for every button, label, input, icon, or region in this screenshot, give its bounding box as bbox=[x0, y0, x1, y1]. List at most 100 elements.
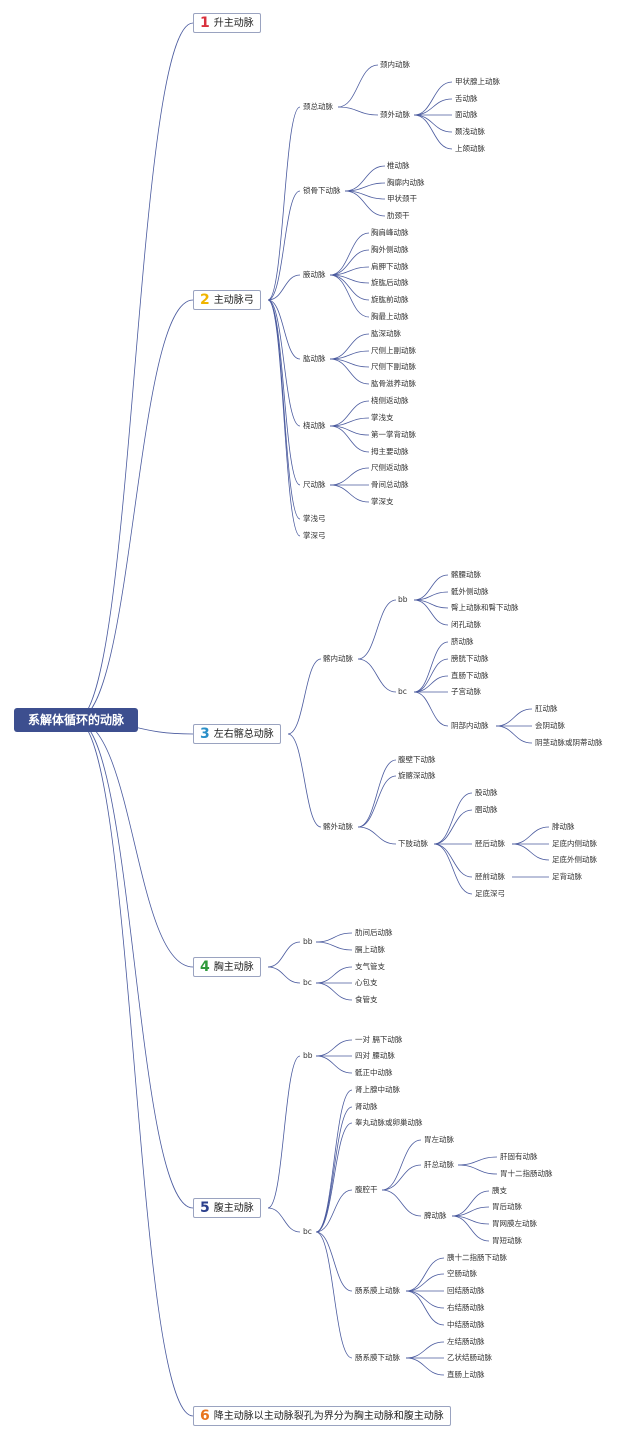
node-splenic[interactable]: 脾动脉 bbox=[424, 1211, 447, 1220]
leaf[interactable]: 闭孔动脉 bbox=[451, 620, 481, 629]
node-radial[interactable]: 桡动脉 bbox=[303, 421, 326, 430]
node-thoracic-bb[interactable]: bb bbox=[303, 937, 313, 946]
leaf[interactable]: 心包支 bbox=[355, 978, 378, 987]
node-brachial[interactable]: 肱动脉 bbox=[303, 354, 326, 363]
leaf[interactable]: 肝固有动脉 bbox=[500, 1152, 538, 1161]
node-superior-mesenteric[interactable]: 肠系膜上动脉 bbox=[355, 1286, 400, 1295]
leaf[interactable]: 腘动脉 bbox=[475, 805, 498, 814]
leaf[interactable]: 四对 腰动脉 bbox=[355, 1051, 395, 1060]
node-internal-iliac-bb[interactable]: bb bbox=[398, 595, 408, 604]
leaf[interactable]: 回结肠动脉 bbox=[447, 1286, 485, 1295]
leaf[interactable]: 胃网膜左动脉 bbox=[492, 1219, 537, 1228]
node-celiac-trunk[interactable]: 腹腔干 bbox=[355, 1185, 378, 1194]
node-deep-palmar-arch[interactable]: 掌深弓 bbox=[303, 531, 326, 540]
leaf[interactable]: 支气管支 bbox=[355, 962, 385, 971]
node-superficial-palmar-arch[interactable]: 掌浅弓 bbox=[303, 514, 326, 523]
leaf[interactable]: 股动脉 bbox=[475, 788, 498, 797]
node-internal-pudendal[interactable]: 阴部内动脉 bbox=[451, 721, 489, 730]
leaf[interactable]: 甲状腺上动脉 bbox=[455, 77, 500, 86]
node-common-hepatic[interactable]: 肝总动脉 bbox=[424, 1160, 454, 1169]
leaf[interactable]: 旋髂深动脉 bbox=[398, 771, 436, 780]
leaf[interactable]: 掌深支 bbox=[371, 497, 394, 506]
leaf[interactable]: 上颌动脉 bbox=[455, 144, 485, 153]
leaf[interactable]: 骶正中动脉 bbox=[355, 1068, 393, 1077]
leaf[interactable]: 掌浅支 bbox=[371, 413, 394, 422]
node-external-iliac[interactable]: 髂外动脉 bbox=[323, 822, 353, 831]
leaf[interactable]: 胃左动脉 bbox=[424, 1135, 454, 1144]
leaf[interactable]: 足背动脉 bbox=[552, 872, 582, 881]
node-lower-limb-artery[interactable]: 下肢动脉 bbox=[398, 839, 428, 848]
leaf[interactable]: 腹壁下动脉 bbox=[398, 755, 436, 764]
leaf[interactable]: 食管支 bbox=[355, 995, 378, 1004]
leaf[interactable]: 右结肠动脉 bbox=[447, 1303, 485, 1312]
leaf[interactable]: 肾动脉 bbox=[355, 1102, 378, 1111]
node-external-carotid[interactable]: 颈外动脉 bbox=[380, 110, 410, 119]
leaf[interactable]: 胃十二指肠动脉 bbox=[500, 1169, 553, 1178]
node-axillary[interactable]: 腋动脉 bbox=[303, 270, 326, 279]
leaf[interactable]: 舌动脉 bbox=[455, 94, 478, 103]
leaf[interactable]: 桡侧返动脉 bbox=[371, 396, 409, 405]
leaf[interactable]: 胰支 bbox=[492, 1186, 507, 1195]
leaf[interactable]: 一对 膈下动脉 bbox=[355, 1035, 403, 1044]
leaf[interactable]: 胸廓内动脉 bbox=[387, 178, 425, 187]
leaf[interactable]: 胃短动脉 bbox=[492, 1236, 522, 1245]
leaf[interactable]: 肱深动脉 bbox=[371, 329, 401, 338]
leaf[interactable]: 直肠下动脉 bbox=[451, 671, 489, 680]
leaf[interactable]: 尺侧上副动脉 bbox=[371, 346, 416, 355]
leaf[interactable]: 旋肱后动脉 bbox=[371, 278, 409, 287]
leaf[interactable]: 膀胱下动脉 bbox=[451, 654, 489, 663]
leaf[interactable]: 第一掌背动脉 bbox=[371, 430, 416, 439]
leaf[interactable]: 肋间后动脉 bbox=[355, 928, 393, 937]
leaf[interactable]: 肋颈干 bbox=[387, 211, 410, 220]
leaf[interactable]: 脐动脉 bbox=[451, 637, 474, 646]
node-thoracic-bc[interactable]: bc bbox=[303, 978, 312, 987]
leaf[interactable]: 中结肠动脉 bbox=[447, 1320, 485, 1329]
leaf[interactable]: 睾丸动脉或卵巢动脉 bbox=[355, 1118, 423, 1127]
leaf[interactable]: 椎动脉 bbox=[387, 161, 410, 170]
leaf[interactable]: 肩胛下动脉 bbox=[371, 262, 409, 271]
leaf[interactable]: 甲状颈干 bbox=[387, 194, 417, 203]
leaf[interactable]: 尺侧下副动脉 bbox=[371, 362, 416, 371]
leaf[interactable]: 乙状结肠动脉 bbox=[447, 1353, 492, 1362]
leaf[interactable]: 胰十二指肠下动脉 bbox=[447, 1253, 507, 1262]
leaf[interactable]: 胸外侧动脉 bbox=[371, 245, 409, 254]
node-internal-iliac[interactable]: 髂内动脉 bbox=[323, 654, 353, 663]
leaf[interactable]: 肛动脉 bbox=[535, 704, 558, 713]
node-abdominal-bb[interactable]: bb bbox=[303, 1051, 313, 1060]
leaf[interactable]: 直肠上动脉 bbox=[447, 1370, 485, 1379]
leaf[interactable]: 会阴动脉 bbox=[535, 721, 565, 730]
leaf[interactable]: 膈上动脉 bbox=[355, 945, 385, 954]
node-abdominal-bc[interactable]: bc bbox=[303, 1227, 312, 1236]
node-subclavian[interactable]: 锁骨下动脉 bbox=[303, 186, 341, 195]
node-common-carotid[interactable]: 颈总动脉 bbox=[303, 102, 333, 111]
node-inferior-mesenteric[interactable]: 肠系膜下动脉 bbox=[355, 1353, 400, 1362]
leaf[interactable]: 肱骨滋养动脉 bbox=[371, 379, 416, 388]
leaf[interactable]: 骨间总动脉 bbox=[371, 480, 409, 489]
leaf[interactable]: 左结肠动脉 bbox=[447, 1337, 485, 1346]
leaf[interactable]: 髂腰动脉 bbox=[451, 570, 481, 579]
leaf[interactable]: 腓动脉 bbox=[552, 822, 575, 831]
leaf[interactable]: 臀上动脉和臀下动脉 bbox=[451, 603, 519, 612]
leaf[interactable]: 骶外侧动脉 bbox=[451, 587, 489, 596]
node-internal-carotid[interactable]: 颈内动脉 bbox=[380, 60, 410, 69]
leaf[interactable]: 颞浅动脉 bbox=[455, 127, 485, 136]
root-topic[interactable]: 系解体循环的动脉 bbox=[14, 708, 138, 732]
node-internal-iliac-bc[interactable]: bc bbox=[398, 687, 407, 696]
leaf[interactable]: 阴茎动脉或阴蒂动脉 bbox=[535, 738, 603, 747]
leaf[interactable]: 尺侧返动脉 bbox=[371, 463, 409, 472]
leaf[interactable]: 胸肩峰动脉 bbox=[371, 228, 409, 237]
leaf[interactable]: 旋肱前动脉 bbox=[371, 295, 409, 304]
leaf[interactable]: 胃后动脉 bbox=[492, 1202, 522, 1211]
leaf[interactable]: 胸最上动脉 bbox=[371, 312, 409, 321]
node-posterior-tibial[interactable]: 胫后动脉 bbox=[475, 839, 505, 848]
leaf[interactable]: 拇主要动脉 bbox=[371, 447, 409, 456]
node-ulnar[interactable]: 尺动脉 bbox=[303, 480, 326, 489]
node-deep-plantar-arch[interactable]: 足底深弓 bbox=[475, 889, 505, 898]
leaf[interactable]: 肾上腺中动脉 bbox=[355, 1085, 400, 1094]
